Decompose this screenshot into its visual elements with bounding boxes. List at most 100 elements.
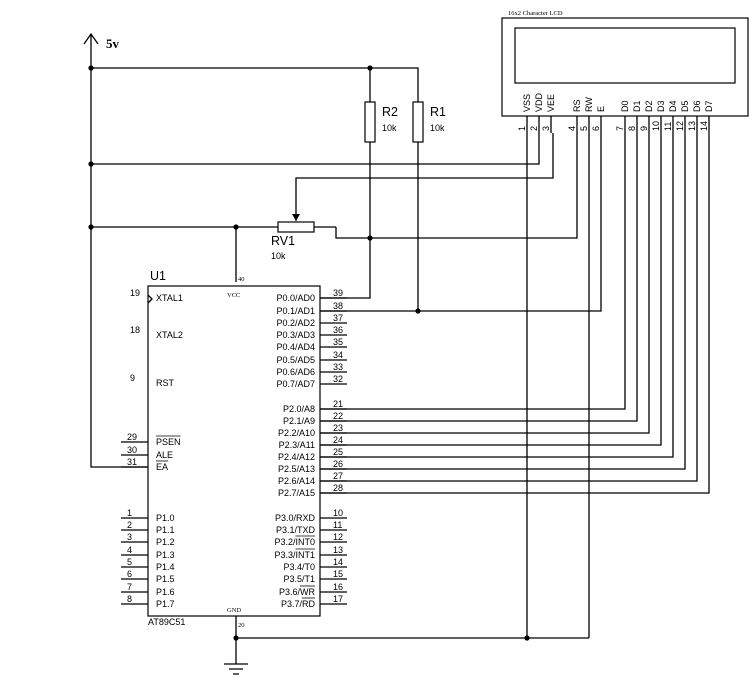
- mcu-pin-name: P2.1/A9: [283, 416, 315, 426]
- lcd-pin: RW5: [579, 97, 594, 133]
- lcd-pin-name: D7: [704, 100, 714, 112]
- mcu-pin-number: 14: [333, 557, 343, 567]
- mcu-pin-name: P3.5/T1: [283, 574, 315, 584]
- lcd-pin: D6 13: [687, 100, 702, 133]
- mcu-pin-name: P3.6/WR: [279, 587, 316, 597]
- mcu-pin-number: 17: [333, 594, 343, 604]
- mcu-pin-number: 4: [127, 545, 132, 555]
- mcu-pin-number: 15: [333, 569, 343, 579]
- mcu-pin-number: 24: [333, 435, 343, 445]
- lcd-pin-name: VSS: [522, 94, 532, 112]
- mcu-pin-name: EA: [156, 462, 168, 472]
- mcu-pin-name: PSEN: [156, 437, 181, 447]
- mcu-pin-name: P0.2/AD2: [276, 318, 315, 328]
- vcc-pin-number: 40: [238, 276, 245, 283]
- lcd-pin-number: 7: [615, 126, 625, 131]
- mcu-pin-name: ALE: [156, 450, 173, 460]
- mcu-pin-number: 33: [333, 362, 343, 372]
- gnd-pin-number: 20: [238, 622, 245, 629]
- mcu-pin-name: P2.0/A8: [283, 404, 315, 414]
- lcd-pin-name: D4: [668, 100, 678, 112]
- lcd-pin-name: VDD: [534, 92, 544, 112]
- lcd-pin-number: 1: [517, 126, 527, 131]
- mcu-pin-name: P1.6: [156, 587, 175, 597]
- mcu-pin-number: 18: [130, 325, 140, 335]
- mcu-pin-name: P3.2/INT0: [274, 537, 315, 547]
- mcu-pin-number: 10: [333, 508, 343, 518]
- lcd-pin-number: 13: [687, 121, 697, 131]
- mcu-pin-number: 1: [127, 508, 132, 518]
- mcu-pin-name: P3.0/RXD: [275, 513, 316, 523]
- mcu-pin-number: 5: [127, 557, 132, 567]
- lcd-pin-name: D2: [644, 100, 654, 112]
- lcd-module: 16x2 Character LCD VSS1VDD2VEE3RS4RW5E6D…: [501, 10, 749, 133]
- lcd-pin-name: D3: [656, 100, 666, 112]
- mcu-pin-name: RST: [156, 378, 175, 388]
- mcu-pin-name: P2.2/A10: [278, 428, 315, 438]
- mcu-pin-number: 28: [333, 483, 343, 493]
- lcd-pin-name: RS: [572, 99, 582, 112]
- mcu-pin-number: 37: [333, 313, 343, 323]
- wiring: [90, 48, 710, 664]
- mcu-right-pins: 39P0.0/AD038P0.1/AD137P0.2/AD236P0.3/AD3…: [274, 288, 347, 609]
- lcd-pin-name: D6: [692, 100, 702, 112]
- lcd-pin: D29: [639, 100, 654, 133]
- mcu-pin-name: XTAL1: [156, 293, 183, 303]
- mcu-pin-number: 30: [127, 445, 137, 455]
- mcu-pin-number: 2: [127, 520, 132, 530]
- lcd-pin-number: 2: [529, 126, 539, 131]
- lcd-pin: D18: [627, 100, 642, 133]
- mcu-pin-name: P3.1/TXD: [276, 525, 316, 535]
- lcd-pin: VSS 1: [517, 94, 532, 133]
- mcu-pin-number: 35: [333, 337, 343, 347]
- mcu-pin-name: P2.4/A12: [278, 452, 315, 462]
- mcu-pin-number: 19: [130, 288, 140, 298]
- mcu-pin-name: P1.1: [156, 525, 175, 535]
- mcu-pin-number: 8: [127, 594, 132, 604]
- mcu-pin-number: 25: [333, 447, 343, 457]
- lcd-pin-number: 6: [591, 126, 601, 131]
- pot-value: 10k: [271, 251, 286, 261]
- mcu-pin-name: P0.3/AD3: [276, 330, 315, 340]
- mcu-pin-number: 22: [333, 411, 343, 421]
- resistor-ref: R1: [430, 105, 446, 119]
- lcd-pin-number: 11: [663, 122, 673, 131]
- mcu-pin-name: P0.5/AD5: [276, 355, 315, 365]
- mcu-ref: U1: [150, 269, 166, 283]
- gnd-label: GND: [227, 607, 241, 614]
- mcu-pin-number: 31: [127, 457, 137, 467]
- mcu-pin-number: 32: [333, 374, 343, 384]
- lcd-pin-number: 4: [567, 126, 577, 131]
- lcd-pin: D4 11: [663, 100, 678, 133]
- mcu-pin-number: 39: [333, 288, 343, 298]
- resistor-ref: R2: [382, 105, 398, 119]
- mcu-pin-name: P0.4/AD4: [276, 342, 315, 352]
- mcu-pin-name: P3.7/RD: [281, 599, 316, 609]
